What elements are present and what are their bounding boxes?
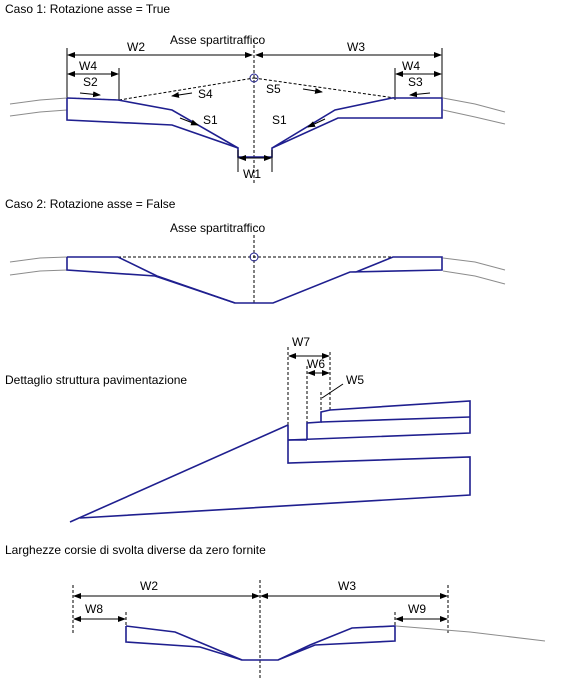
turn-title: Larghezze corsie di svolta diverse da ze… bbox=[5, 543, 266, 557]
detail-title: Dettaglio struttura pavimentazione bbox=[5, 373, 187, 387]
detail-w6-label: W6 bbox=[307, 357, 325, 371]
turn-diagram: Larghezze corsie di svolta diverse da ze… bbox=[5, 543, 546, 680]
turn-w3-label: W3 bbox=[338, 579, 356, 593]
case1-median-label: Asse spartitraffico bbox=[170, 33, 265, 47]
case2-median-label: Asse spartitraffico bbox=[170, 221, 265, 235]
detail-w7-label: W7 bbox=[292, 335, 310, 349]
case2-diagram: Caso 2: Rotazione asse = False Asse spar… bbox=[5, 197, 506, 305]
case1-w4-right-label: W4 bbox=[402, 59, 420, 73]
detail-w5-label: W5 bbox=[346, 373, 364, 387]
case1-diagram: Caso 1: Rotazione asse = True Asse spart… bbox=[5, 2, 506, 185]
case1-w3-label: W3 bbox=[347, 40, 365, 54]
case1-w1-label: W1 bbox=[243, 167, 261, 181]
case1-s4-label: S4 bbox=[198, 87, 213, 101]
turn-w9-label: W9 bbox=[408, 602, 426, 616]
case1-s3-label: S3 bbox=[408, 75, 423, 89]
turn-w2-label: W2 bbox=[140, 579, 158, 593]
case1-s5-label: S5 bbox=[266, 82, 281, 96]
case1-s1-left-label: S1 bbox=[203, 113, 218, 127]
case1-w4-left-label: W4 bbox=[79, 59, 97, 73]
turn-w8-label: W8 bbox=[85, 602, 103, 616]
detail-diagram: Dettaglio struttura pavimentazione W7 W6… bbox=[5, 335, 471, 523]
case1-s1-right-label: S1 bbox=[272, 113, 287, 127]
case1-title: Caso 1: Rotazione asse = True bbox=[5, 2, 170, 16]
case1-w2-label: W2 bbox=[127, 40, 145, 54]
case2-title: Caso 2: Rotazione asse = False bbox=[5, 197, 176, 211]
case1-s2-label: S2 bbox=[83, 75, 98, 89]
